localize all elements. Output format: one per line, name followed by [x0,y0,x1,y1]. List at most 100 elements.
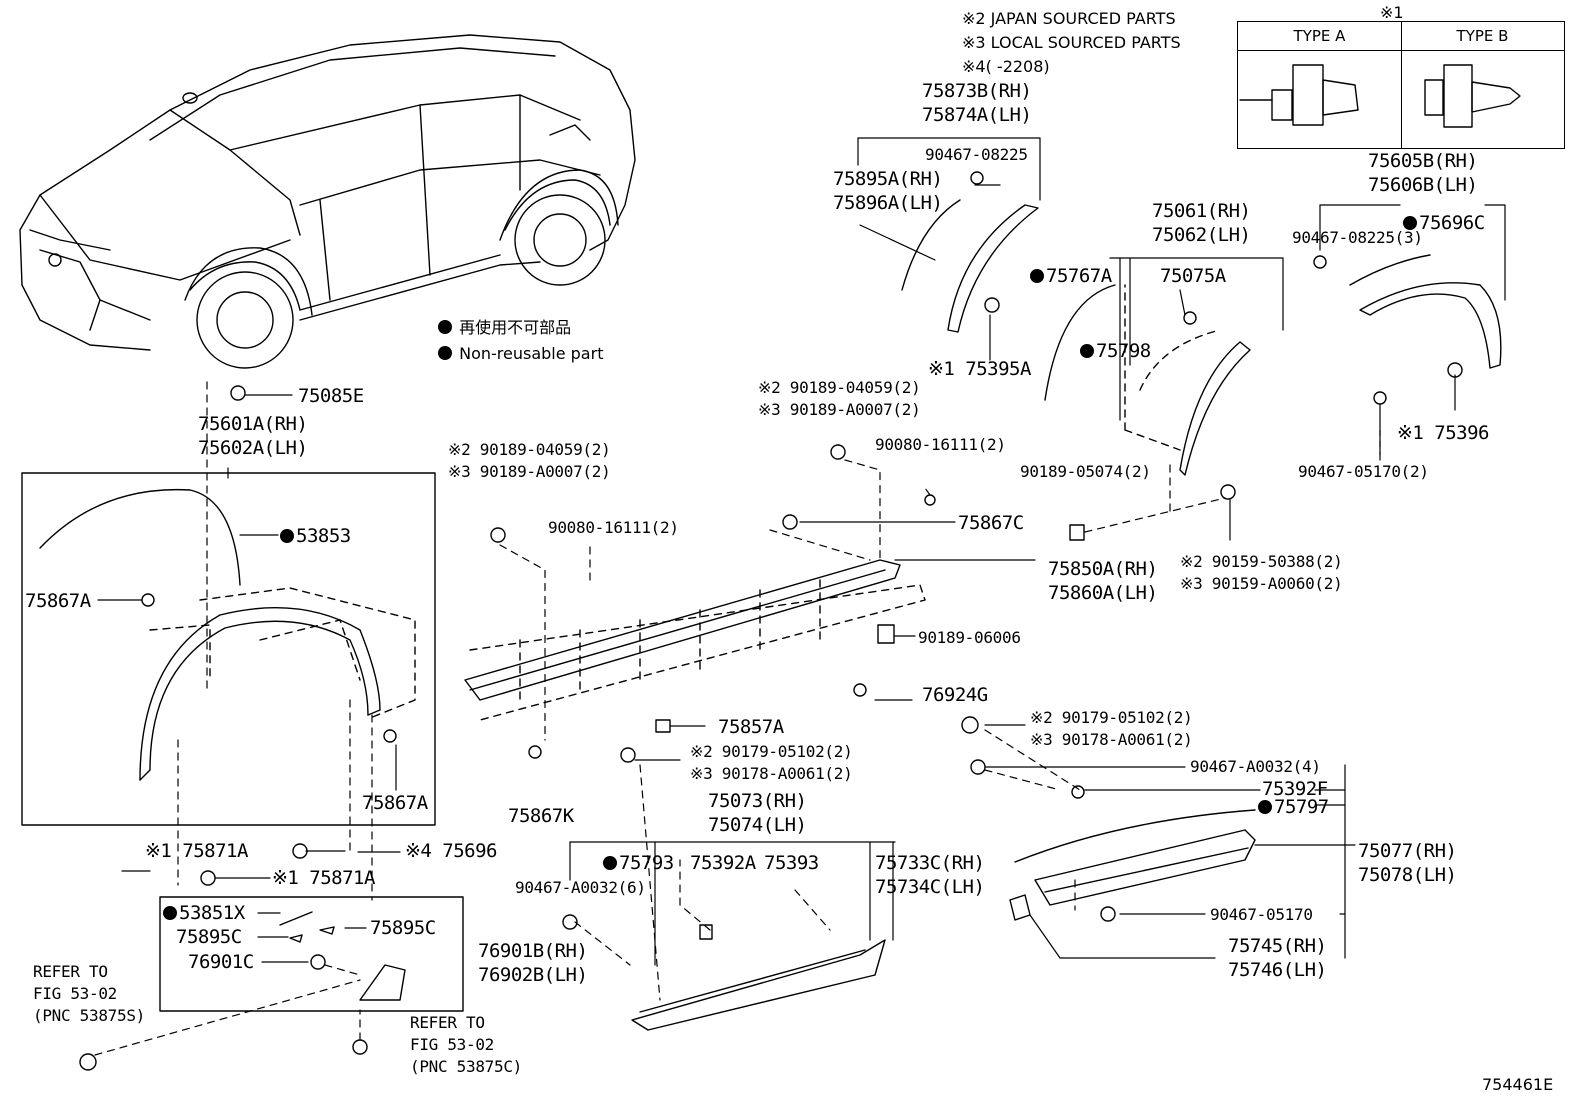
label-75793-text: 75793 [619,852,674,874]
label-75078: 75078(LH) [1358,864,1457,886]
non-reusable-dot-icon [438,320,452,334]
label-75860a: 75860A(LH) [1048,582,1158,604]
label-75696: ※4 75696 [405,840,498,862]
label-90189-05074: 90189-05074(2) [1020,462,1151,481]
label-90179-05102-centre: ※2 90179-05102(2) [690,742,853,761]
label-75874a: 75874A(LH) [922,104,1032,126]
label-75085e: 75085E [298,385,364,407]
label-90178-a0061-right: ※3 90178-A0061(2) [1030,730,1193,749]
note-date-range: ※4( -2208) [962,57,1050,76]
label-90080-16111-right: 90080-16111(2) [875,435,1006,454]
label-75392f: 75392F [1262,778,1328,800]
label-75867a-left: 75867A [25,590,91,612]
label-90159-a0060: ※3 90159-A0060(2) [1180,574,1343,593]
label-75696c-text: 75696C [1419,212,1485,234]
front-fender-molding [830,171,1039,506]
non-reusable-dot-icon [163,906,177,920]
label-75797-text: 75797 [1274,796,1329,818]
clip-75085e [230,385,246,401]
label-75073: 75073(RH) [708,790,807,812]
type-b-header: TYPE B [1401,22,1564,51]
label-90080-16111-left: 90080-16111(2) [548,518,679,537]
label-75867k: 75867K [508,805,574,827]
label-75696c: 75696C [1403,212,1485,234]
lower-door-molding [528,745,886,1031]
label-75605b: 75605B(RH) [1368,150,1478,172]
rocker-cover-parts [279,911,406,1001]
label-90467-05170: 90467-05170 [1210,905,1313,924]
note-1-marker: ※1 [1380,3,1404,22]
label-90189-04059-right: ※2 90189-04059(2) [758,378,921,397]
label-90467-05170-2: 90467-05170(2) [1298,462,1429,481]
label-75062: 75062(LH) [1152,224,1251,246]
label-75797: 75797 [1258,796,1329,818]
label-53853: 53853 [280,525,351,547]
label-75873b: 75873B(RH) [922,80,1032,102]
non-reusable-dot-icon [438,346,452,360]
label-53853-text: 53853 [296,525,351,547]
label-75606b: 75606B(LH) [1368,174,1478,196]
note-japan-sourced: ※2 JAPAN SOURCED PARTS [962,9,1176,28]
non-reusable-dot-icon [603,856,617,870]
label-75895c-right: 75895C [370,917,436,939]
label-75074: 75074(LH) [708,814,807,836]
refer-53875c-line1: REFER TO [410,1013,485,1032]
legend-japanese-text: 再使用不可部品 [459,318,572,337]
label-75871a-upper: ※1 75871A [145,840,248,862]
label-76901c: 76901C [188,951,254,973]
label-75895a: 75895A(RH) [833,168,943,190]
label-75696-text: ※4 75696 [405,840,498,862]
rocker-cover-box [159,896,464,1012]
rear-quarter-molding [1044,284,1251,541]
label-75602a: 75602A(LH) [198,437,308,459]
label-90467-a0032-6: 90467-A0032(6) [515,878,646,897]
refer-53875s-line1: REFER TO [33,962,108,981]
refer-53875c-line2: FIG 53-02 [410,1035,494,1054]
label-75798-text: 75798 [1096,340,1151,362]
type-table-divider [1401,22,1402,148]
label-76901b: 76901B(RH) [478,940,588,962]
vehicle-illustration [19,34,636,369]
label-75867c: 75867C [958,512,1024,534]
label-75077: 75077(RH) [1358,840,1457,862]
leader-lines [94,137,1506,1056]
label-76902b: 76902B(LH) [478,964,588,986]
label-75075a: 75075A [1160,265,1226,287]
clip-53875c [352,1039,368,1055]
label-76924g: 76924G [922,684,988,706]
label-75895c-left: 75895C [176,926,242,948]
label-90467-08225: 90467-08225 [925,145,1028,164]
label-53851x-text: 53851X [179,902,245,924]
clip-75871a-upper [292,843,308,859]
clip-53875s [79,1053,97,1071]
label-75793: 75793 [603,852,674,874]
label-75867a-right: 75867A [362,792,428,814]
label-90178-a0061-centre: ※3 90178-A0061(2) [690,764,853,783]
label-75767a: 75767A [1030,265,1112,287]
rear-door-molding [961,716,1256,922]
label-75746: 75746(LH) [1228,959,1327,981]
label-90467-08225-3: 90467-08225(3) [1292,228,1423,247]
label-90159-50388: ※2 90159-50388(2) [1180,552,1343,571]
label-75396: ※1 75396 [1397,422,1490,444]
label-75601a: 75601A(RH) [198,413,308,435]
side-rocker-molding [464,514,926,733]
refer-53875s-line2: FIG 53-02 [33,984,117,1003]
label-75393: 75393 [764,852,819,874]
clip-type-b-drawing [1424,64,1521,128]
non-reusable-dot-icon [1080,344,1094,358]
legend-japanese: 再使用不可部品 [438,317,571,339]
label-75850a: 75850A(RH) [1048,558,1158,580]
legend-english-text: Non-reusable part [459,344,604,363]
label-75745: 75745(RH) [1228,935,1327,957]
legend-english: Non-reusable part [438,343,603,365]
refer-53875s-line3: (PNC 53875S) [33,1006,145,1025]
non-reusable-dot-icon [1258,800,1272,814]
note-local-sourced: ※3 LOCAL SOURCED PARTS [962,33,1181,52]
label-75857a: 75857A [718,716,784,738]
label-75896a: 75896A(LH) [833,192,943,214]
non-reusable-dot-icon [1403,216,1417,230]
label-75395a: ※1 75395A [928,358,1031,380]
